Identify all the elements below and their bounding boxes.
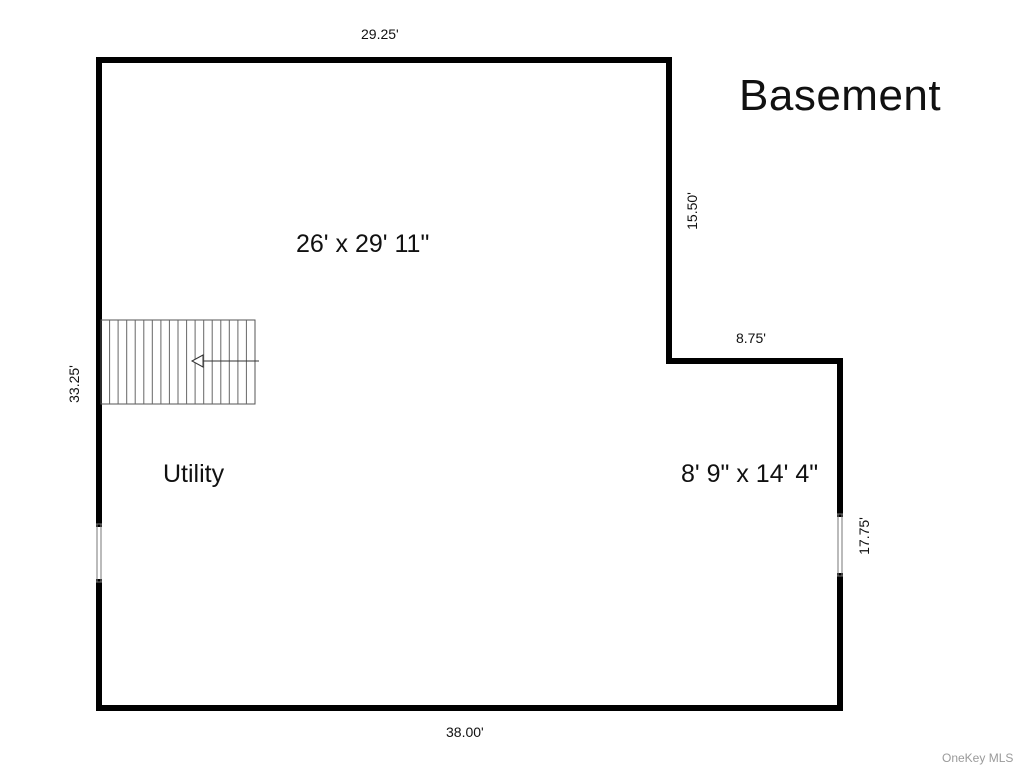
watermark: OneKey MLS [942, 751, 1014, 765]
left-window [96, 523, 102, 583]
dimension-left: 33.25' [66, 365, 82, 403]
wall-outline-lower [96, 573, 843, 711]
floor-title: Basement [739, 71, 942, 120]
wall-outline-upper [96, 57, 843, 527]
room-utility-label: Utility [163, 460, 225, 488]
dimension-mid-vertical: 15.50' [684, 192, 700, 230]
staircase [100, 319, 259, 405]
stair-arrow-icon [190, 354, 204, 368]
room-side-size: 8' 9" x 14' 4" [681, 460, 819, 488]
room-main-size: 26' x 29' 11" [296, 230, 430, 258]
dimension-right: 17.75' [856, 517, 872, 555]
dimension-top: 29.25' [361, 26, 399, 42]
dimension-bottom: 38.00' [446, 724, 484, 740]
dimension-step: 8.75' [736, 330, 766, 346]
right-window [837, 513, 843, 577]
